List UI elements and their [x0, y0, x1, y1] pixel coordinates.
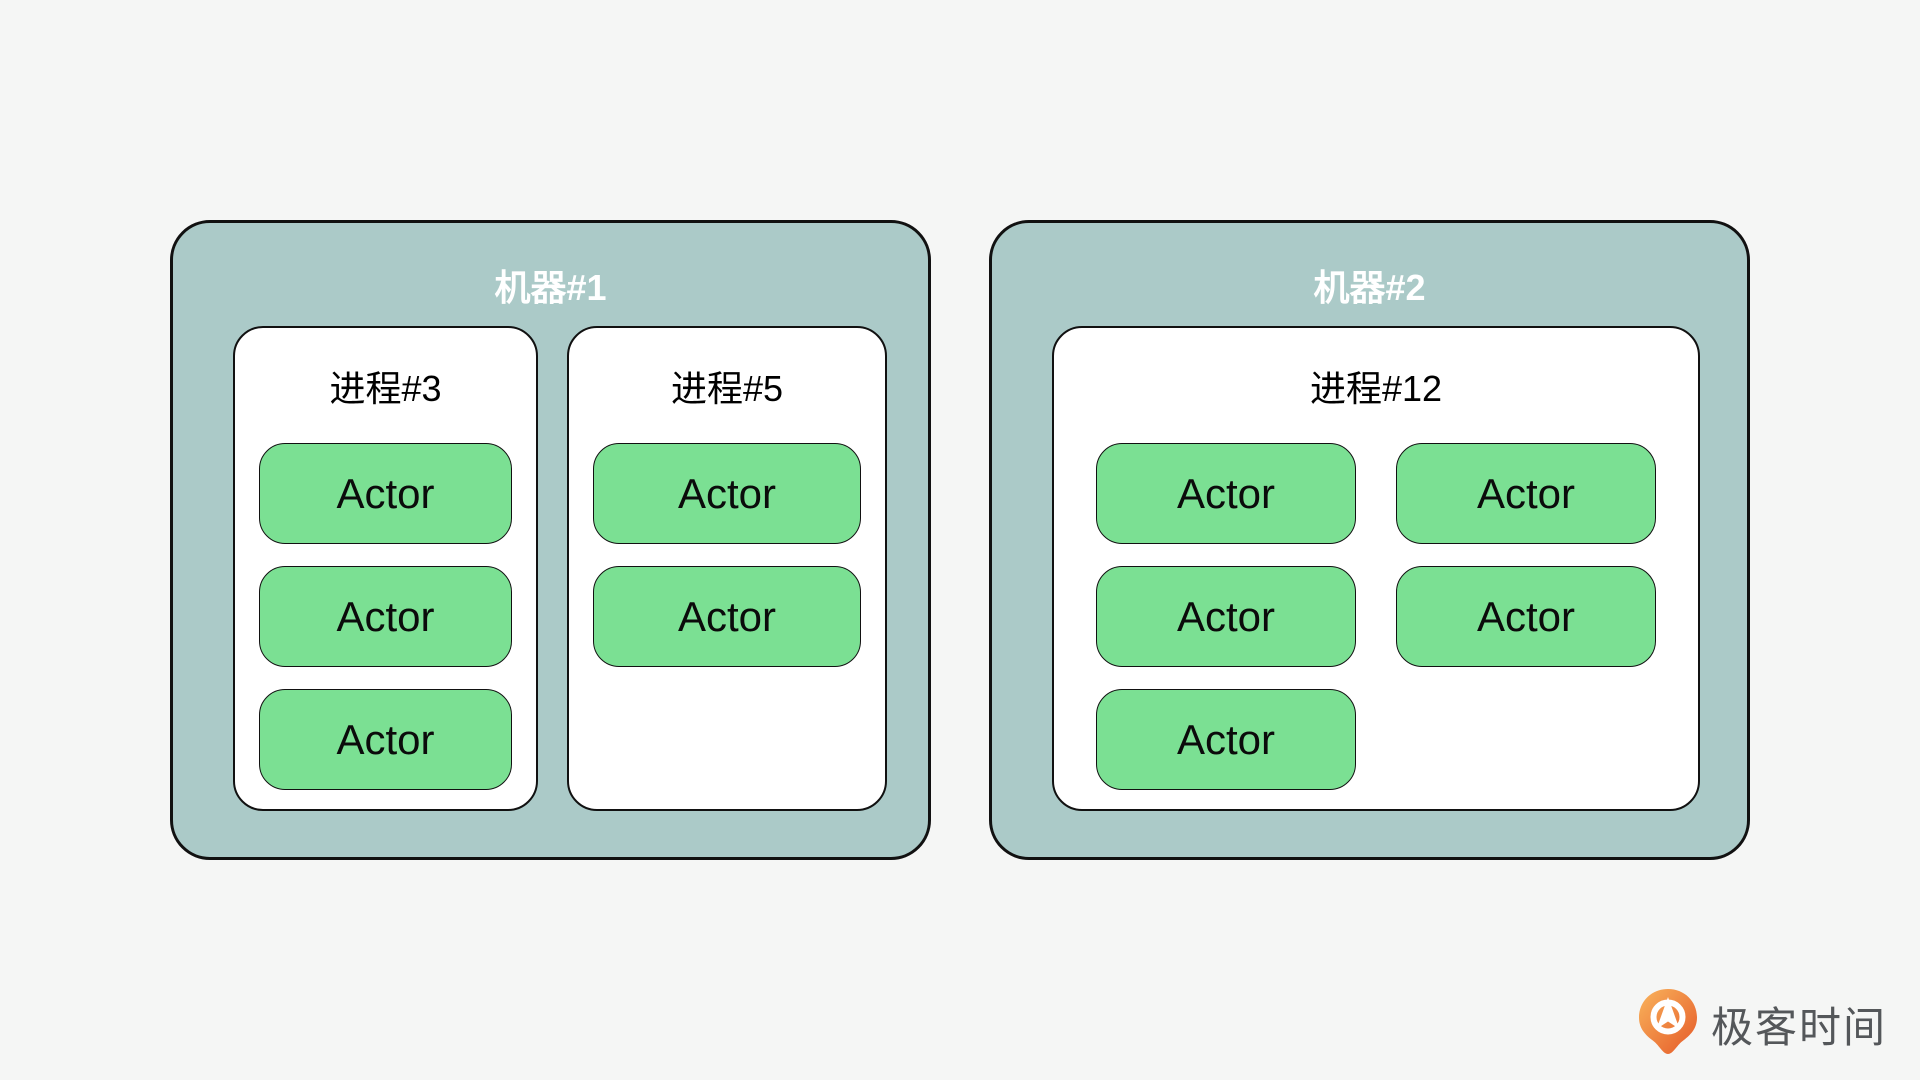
geektime-pin-icon: [1638, 988, 1698, 1061]
actor-box: Actor: [1396, 566, 1656, 667]
actor-box: Actor: [259, 566, 512, 667]
actor-list: Actor Actor: [569, 443, 885, 667]
actor-list: Actor Actor Actor Actor Actor: [1054, 443, 1698, 790]
process-title: 进程#5: [670, 368, 784, 409]
actor-box: Actor: [259, 689, 512, 790]
actor-box: Actor: [593, 443, 861, 544]
machine-box-1: 机器#1 进程#3 Actor Actor Actor 进程#5 Actor A…: [170, 220, 931, 860]
process-box-12: 进程#12 Actor Actor Actor Actor Actor: [1052, 326, 1700, 811]
actor-box: Actor: [1096, 566, 1356, 667]
process-row: 进程#3 Actor Actor Actor 进程#5 Actor Actor: [173, 326, 928, 811]
process-box-5: 进程#5 Actor Actor: [567, 326, 887, 811]
machine-box-2: 机器#2 进程#12 Actor Actor Actor Actor Actor: [989, 220, 1750, 860]
process-box-3: 进程#3 Actor Actor Actor: [233, 326, 538, 811]
actor-box: Actor: [1096, 689, 1356, 790]
geektime-logo: 极客时间: [1638, 988, 1887, 1061]
machine-title: 机器#2: [1313, 267, 1426, 308]
process-title: 进程#3: [329, 368, 442, 409]
process-row: 进程#12 Actor Actor Actor Actor Actor: [992, 326, 1747, 811]
actor-box: Actor: [1096, 443, 1356, 544]
process-title: 进程#12: [1309, 368, 1443, 409]
machine-title: 机器#1: [494, 267, 607, 308]
geektime-logo-text: 极客时间: [1710, 1004, 1887, 1051]
actor-list: Actor Actor Actor: [235, 443, 536, 790]
actor-box: Actor: [593, 566, 861, 667]
actor-box: Actor: [259, 443, 512, 544]
actor-box: Actor: [1396, 443, 1656, 544]
